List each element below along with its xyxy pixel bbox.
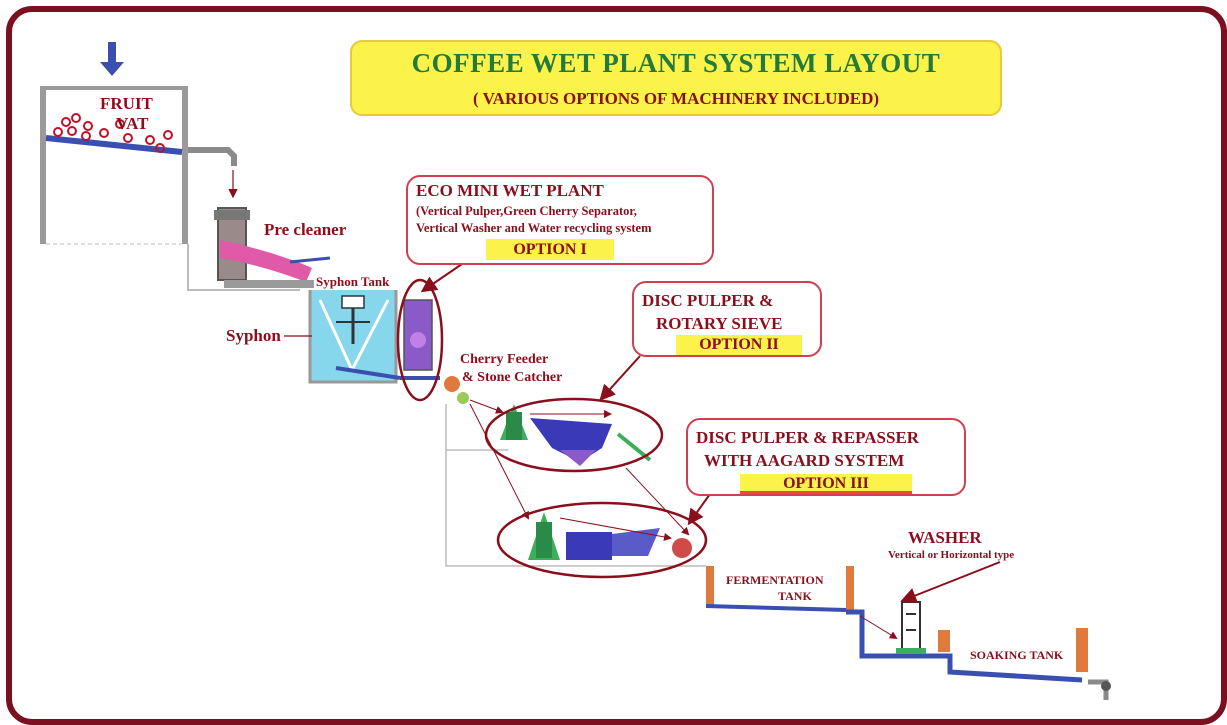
input-arrow-icon: [100, 42, 124, 76]
washer-type-label: Vertical or Horizontal type: [888, 549, 1015, 561]
cherry-feeder-label: Cherry Feeder: [460, 352, 549, 367]
cherry-feeder: [444, 376, 706, 567]
option-two-pointer: [599, 355, 641, 401]
option-three-heading-2: WITH AAGARD SYSTEM: [704, 451, 905, 470]
pre-cleaner-machine: [187, 207, 331, 291]
vat-label: VAT: [116, 114, 149, 133]
option-one-badge: OPTION I: [486, 239, 614, 260]
option-three-callout: DISC PULPER & REPASSER WITH AAGARD SYSTE…: [686, 418, 966, 496]
fermentation-label: FERMENTATION: [726, 573, 824, 587]
option-three-badge: OPTION III: [740, 474, 912, 494]
page-title: COFFEE WET PLANT SYSTEM LAYOUT: [411, 48, 941, 78]
option-three-pointer: [687, 493, 711, 526]
disc-pulper-repasser: [528, 512, 692, 560]
syphon-tank-label: Syphon Tank: [316, 274, 390, 289]
fruit-label: FRUIT: [100, 94, 153, 113]
page-subtitle: ( VARIOUS OPTIONS OF MACHINERY INCLUDED): [472, 89, 880, 108]
pre-cleaner-label: Pre cleaner: [264, 220, 347, 239]
option-two-badge: OPTION II: [676, 335, 802, 355]
fermentation-tank-label: TANK: [778, 589, 812, 603]
stone-catcher-label: & Stone Catcher: [462, 370, 563, 385]
option-one-heading: ECO MINI WET PLANT: [416, 181, 604, 200]
title-banner: COFFEE WET PLANT SYSTEM LAYOUT ( VARIOUS…: [350, 40, 1002, 116]
option-one-pointer: [420, 263, 463, 293]
washer-label: WASHER: [908, 528, 982, 547]
option-one-highlight: [396, 278, 444, 402]
option-one-detail-2: Vertical Washer and Water recycling syst…: [416, 221, 652, 235]
disc-pulper-rotary-sieve: [500, 404, 690, 536]
soaking-tank-label: SOAKING TANK: [970, 648, 1064, 662]
option-three-highlight: [496, 501, 708, 579]
option-two-highlight: [484, 397, 664, 473]
washer-machine: [846, 601, 1083, 683]
option-three-heading-1: DISC PULPER & REPASSER: [696, 428, 920, 447]
vertical-pulper: [400, 299, 440, 380]
syphon-label: Syphon: [226, 326, 281, 345]
option-two-heading-2: ROTARY SIEVE: [656, 314, 783, 333]
syphon-tank: [308, 290, 401, 384]
fruit-vat: [40, 86, 237, 245]
option-one-callout: ECO MINI WET PLANT (Vertical Pulper,Gree…: [406, 175, 714, 265]
washer-pointer: [900, 561, 1001, 604]
option-two-heading-1: DISC PULPER &: [642, 291, 774, 310]
outer-frame: [6, 6, 1227, 725]
option-two-callout: DISC PULPER & ROTARY SIEVE OPTION II: [632, 281, 822, 357]
fermentation-tank: [705, 566, 854, 612]
soaking-tank: [938, 628, 1111, 700]
option-one-detail-1: (Vertical Pulper,Green Cherry Separator,: [416, 204, 637, 218]
